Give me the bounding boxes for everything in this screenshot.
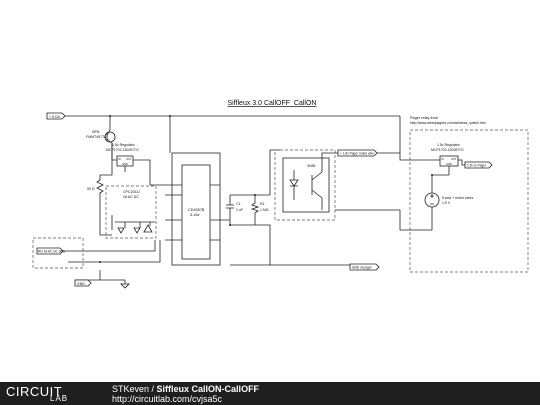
res2-val-label: 1 MΩ (260, 208, 269, 212)
schematic-diagram: Siffleux 3.0 CallOFF_CallON + 5 Cin NPN … (32, 100, 529, 289)
vin-label: + 5 Cin (49, 115, 60, 119)
ext-in-port (36, 247, 64, 255)
reg1-gnd: GND (122, 162, 128, 166)
npn-transistor (104, 129, 116, 144)
circuitlab-logo[interactable]: CIRCUIT LAB (6, 384, 96, 404)
resistor-label: 90 Ω (87, 187, 95, 191)
voltage-source (424, 192, 440, 208)
logo-sub-text: LAB (50, 394, 69, 403)
reg2-gnd: GND (446, 162, 452, 166)
src-label-a: 5 axis + motor wires (442, 196, 473, 200)
pager-out-port (464, 161, 493, 169)
ext-in-label: RD 2A AC DC 360v (38, 250, 66, 254)
reg1-label-b: MCP1702-1502E/TO (106, 148, 139, 152)
reg1-in: IN (118, 157, 121, 161)
pager-note-a: Pager relay from (410, 116, 438, 120)
pager-wire-port (337, 149, 378, 157)
circuit-url[interactable]: http://circuitlab.com/cvjsa5c (112, 394, 223, 404)
opto-label: 4N35 (307, 164, 315, 168)
footer-title: STKeven / Siffleux CallON-CallOFF (112, 384, 259, 394)
reg2-label-b: MCP1702-1502E/TO (431, 148, 464, 152)
gnd-left-port (74, 279, 92, 287)
opto-4n35 (274, 149, 336, 221)
src-label-b: 1.5 V (442, 201, 451, 205)
title-separator: / (149, 384, 157, 394)
cap-val-label: 1 uF (236, 208, 243, 212)
gnd-left-label: GND (77, 282, 85, 286)
npn-part-label: FMMT497TA (86, 135, 107, 139)
cap-label: C1 (236, 202, 241, 206)
circuit-name: Siffleux CallON-CallOFF (156, 384, 260, 394)
vin-port (46, 112, 66, 120)
external-input-box (32, 237, 84, 269)
reg2-in: IN (441, 157, 444, 161)
logo-main-text: CIRCUIT (6, 384, 63, 399)
pager-out-label: 1.5v to Pager (467, 164, 487, 168)
relay-cpc1002j (105, 185, 157, 239)
ic-label-a: CD4057B (188, 208, 205, 212)
gnd-pager-label: GND of pager (352, 266, 373, 270)
reg1-label-a: 1.5v Regulator (112, 143, 136, 147)
gnd-pager-port (349, 263, 380, 271)
footer-bar: CIRCUIT LAB STKeven / Siffleux CallON-Ca… (0, 382, 540, 405)
ic-label-b: 3-18v (190, 213, 200, 217)
pager-relay-region (409, 129, 529, 273)
reg1-out: OUT (126, 157, 132, 161)
relay-label-a: CPC1002J (123, 190, 140, 194)
pager-wire-label: + 1.5v Pager motor wire (340, 152, 374, 156)
pager-note-b: http://www.weedpagers.com/wireless_switc… (410, 121, 486, 125)
author-name[interactable]: STKeven (112, 384, 150, 394)
reg2-out: OUT (451, 157, 457, 161)
npn-label: NPN (92, 130, 100, 134)
reg2-label-a: 1.5v Regulator (437, 143, 461, 147)
res2-label: R1 (260, 202, 265, 206)
diagram-title: Siffleux 3.0 CallOFF_CallON (228, 100, 317, 107)
relay-label-b: 2A AC DC (123, 195, 139, 199)
